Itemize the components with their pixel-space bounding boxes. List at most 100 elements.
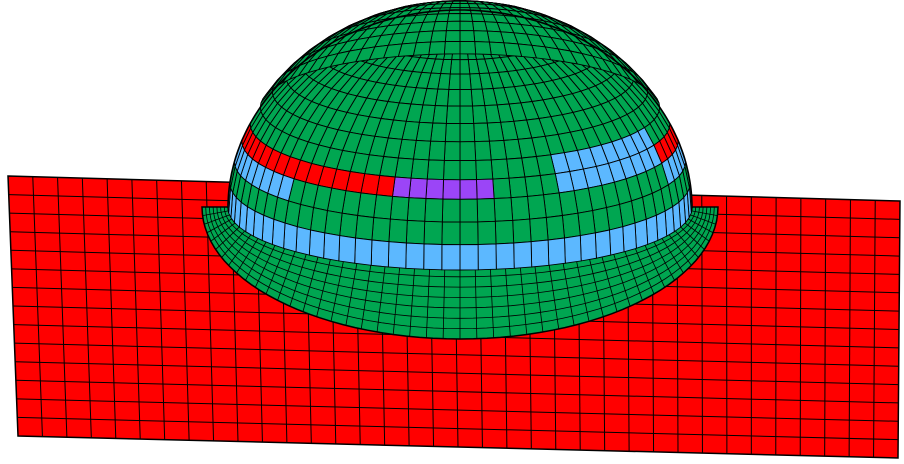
fillet-radial-line xyxy=(204,214,231,225)
dome-cap-cell xyxy=(446,13,461,22)
dome-cell xyxy=(459,159,477,181)
dome-cap-cell xyxy=(488,41,508,56)
dome-cell xyxy=(426,159,445,181)
dome-cell xyxy=(645,214,659,246)
dome-cell xyxy=(512,218,532,244)
fillet-radial-line xyxy=(228,233,253,266)
dome-cell xyxy=(529,217,549,243)
dome-cell xyxy=(494,219,515,245)
fillet-radial-line xyxy=(221,229,246,258)
dome-cell xyxy=(271,218,286,249)
dome-cell xyxy=(474,140,492,161)
dome-cell xyxy=(425,178,444,200)
fillet-radial-line xyxy=(667,233,692,266)
dome-cell xyxy=(355,214,375,241)
dome-cell xyxy=(459,221,479,246)
dome-cell xyxy=(510,195,531,221)
dome-cell xyxy=(338,235,356,264)
fillet-radial-line xyxy=(687,218,714,234)
fillet-radial-line xyxy=(289,251,308,307)
dome-cap-cell xyxy=(471,20,488,32)
dome-cell xyxy=(472,105,488,124)
fillet-radial-line xyxy=(254,242,277,288)
dome-cell xyxy=(594,229,612,259)
dome-cell xyxy=(524,175,545,197)
fillet-radial-line xyxy=(330,258,345,322)
dome-cell xyxy=(423,243,443,271)
dome-cell xyxy=(408,177,428,199)
fillet-radial-line xyxy=(376,263,386,333)
dome-cap-cell xyxy=(486,30,505,44)
fillet-radial-line xyxy=(534,263,544,333)
dome-cell xyxy=(564,235,582,264)
fillet-radial-line xyxy=(245,239,268,281)
fillet-radial-line xyxy=(202,210,229,217)
fillet-radial-line xyxy=(345,260,358,326)
fillet-radial-line xyxy=(236,236,260,274)
plate-grid-line xyxy=(16,398,899,422)
fillet-radial-line xyxy=(691,210,718,217)
dome-cell xyxy=(424,198,444,223)
dome-cell xyxy=(477,243,497,271)
dome-cell xyxy=(261,214,275,246)
dome-cell xyxy=(339,212,359,239)
fillet-radial-line xyxy=(206,218,233,234)
plate-grid-line xyxy=(17,416,899,441)
dome-cell xyxy=(459,105,475,125)
dome-cell xyxy=(476,198,496,223)
fillet-radial-line xyxy=(277,248,297,301)
dome-cell xyxy=(442,179,461,200)
dome-cell xyxy=(283,222,298,253)
dome-cell xyxy=(391,176,412,199)
dome-cell xyxy=(530,239,550,268)
dome-cap-cell xyxy=(459,41,477,55)
fillet-radial-line xyxy=(634,246,655,295)
dome-cell xyxy=(387,241,407,269)
dome-cell xyxy=(354,237,373,266)
fillet-radial-line xyxy=(210,222,237,242)
dome-cell xyxy=(508,176,529,199)
dome-cell xyxy=(295,226,311,256)
dome-cell xyxy=(448,73,461,90)
fillet-radial-line xyxy=(302,254,320,312)
dome-cap-cell xyxy=(459,30,476,43)
dome-cap-cell xyxy=(428,41,446,55)
dome-cell xyxy=(495,242,515,270)
dome-cell xyxy=(441,198,461,223)
dome-cell xyxy=(405,219,426,245)
dome-cap-cell xyxy=(473,30,490,43)
fillet-radial-line xyxy=(360,261,372,330)
dome-cell xyxy=(609,226,625,256)
dome-cell xyxy=(577,210,596,237)
dome-cell xyxy=(493,197,514,222)
dome-cap-cell xyxy=(445,20,461,32)
fillet-radial-line xyxy=(683,222,710,242)
fillet-radial-line xyxy=(474,266,478,339)
dome-cell xyxy=(547,237,566,266)
dome-cell xyxy=(410,158,430,180)
dome-cell xyxy=(371,217,391,243)
dome-cap-cell xyxy=(459,13,474,22)
fillet-radial-line xyxy=(215,225,241,250)
dome-cell xyxy=(579,232,597,262)
dome-cell xyxy=(373,194,393,220)
dome-cell xyxy=(527,194,547,220)
fillet-radial-line xyxy=(600,254,618,312)
dome-cell xyxy=(430,122,447,143)
dome-cell xyxy=(561,212,581,239)
fillet-radial-line xyxy=(265,246,286,295)
dome-cell xyxy=(308,229,326,259)
dome-silhouette-left xyxy=(227,9,460,208)
dome-cell xyxy=(370,239,390,268)
dome-cell xyxy=(441,221,461,246)
dome-cell xyxy=(459,198,479,223)
dome-cell xyxy=(447,88,461,107)
dome-cell xyxy=(406,197,427,222)
dome-cap-cell xyxy=(459,20,475,32)
fillet-radial-line xyxy=(442,266,446,339)
fillet-radial-line xyxy=(562,260,575,326)
dome-cell xyxy=(459,122,476,143)
dome-silhouette-right xyxy=(460,9,693,208)
